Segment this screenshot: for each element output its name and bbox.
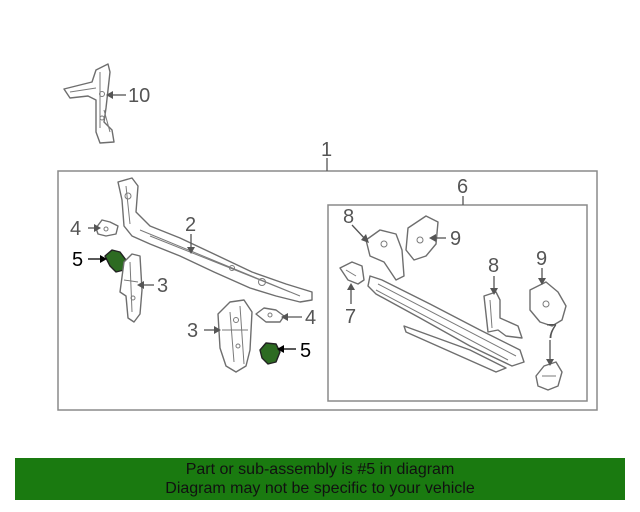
part-7-bracket-left[interactable] [339, 261, 365, 285]
arrow-8a [361, 234, 369, 243]
arrow-7a [347, 283, 355, 290]
banner-line-1: Part or sub-assembly is #5 in diagram [185, 461, 455, 478]
arrow-2 [187, 247, 195, 254]
callout-6[interactable]: 6 [457, 176, 468, 198]
arrow-9b [538, 278, 546, 285]
arrow-7b [546, 359, 554, 366]
sub-assembly-frame [327, 204, 588, 402]
arrow-8b [490, 288, 498, 295]
info-banner: Part or sub-assembly is #5 in diagram Di… [15, 458, 625, 500]
callout-4b[interactable]: 4 [305, 307, 316, 329]
arrow-10 [106, 91, 113, 99]
arrow-3b [214, 326, 221, 334]
callout-1[interactable]: 1 [321, 139, 332, 161]
callout-9b[interactable]: 9 [536, 248, 547, 270]
part-8-bracket-upper[interactable] [365, 229, 405, 281]
part-8-bracket-right[interactable] [483, 291, 523, 339]
arrow-4a [94, 224, 101, 232]
part-9-bracket-right[interactable] [529, 281, 567, 327]
callout-5a[interactable]: 5 [72, 249, 83, 271]
part-4-clip-left[interactable] [95, 219, 119, 237]
arrow-5a [100, 255, 107, 263]
part-3-side-post-right[interactable] [217, 299, 253, 373]
part-4-clip-right[interactable] [255, 307, 285, 323]
banner-line-2: Diagram may not be specific to your vehi… [165, 480, 475, 497]
callout-8a[interactable]: 8 [343, 206, 354, 228]
arrowheads [94, 91, 554, 366]
part-9-bracket-upper[interactable] [405, 215, 439, 261]
part-3-side-post-left[interactable] [119, 253, 143, 323]
part-5-bracket-right[interactable] [259, 342, 281, 365]
callout-3a[interactable]: 3 [157, 275, 168, 297]
arrow-4b [281, 313, 288, 321]
callout-7a[interactable]: 7 [345, 306, 356, 328]
callout-4a[interactable]: 4 [70, 218, 81, 240]
callout-2[interactable]: 2 [185, 214, 196, 236]
callout-3b[interactable]: 3 [187, 320, 198, 342]
part-10-bracket[interactable] [63, 63, 115, 144]
callout-9a[interactable]: 9 [450, 228, 461, 250]
arrow-9a [429, 234, 436, 242]
part-6-cross-member[interactable] [367, 275, 525, 373]
arrow-3a [137, 281, 144, 289]
callout-7b[interactable]: 7 [546, 321, 557, 343]
arrow-5b [277, 345, 284, 353]
part-2-radiator-support[interactable] [117, 177, 313, 303]
part-7-bracket-right[interactable] [535, 361, 563, 391]
callout-5b[interactable]: 5 [300, 340, 311, 362]
callout-10[interactable]: 10 [128, 85, 150, 107]
callout-labels: 10 1 2 4 5 3 3 4 5 6 8 9 7 8 9 7 [70, 85, 557, 362]
callout-8b[interactable]: 8 [488, 255, 499, 277]
